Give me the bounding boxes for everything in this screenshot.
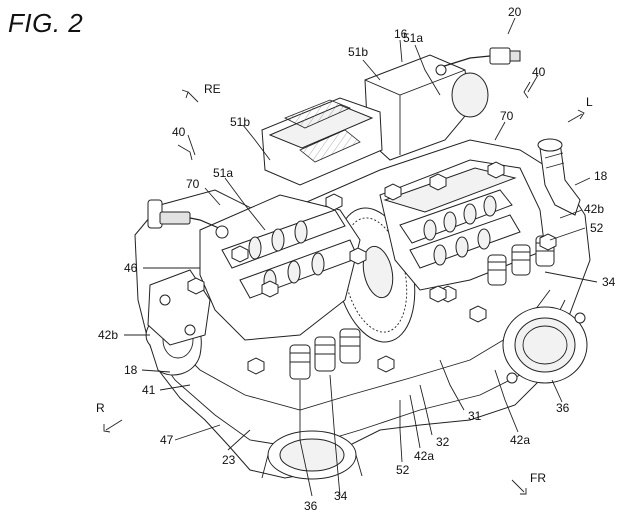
ref-label: 70 <box>186 177 200 191</box>
direction-arrows <box>103 89 585 495</box>
ref-label: 20 <box>508 5 522 19</box>
arrow-l <box>567 109 585 123</box>
ref-label: 40 <box>532 65 546 79</box>
ref-label: 51a <box>403 31 423 45</box>
pipe-right-18 <box>537 138 581 216</box>
ref-label: 36 <box>556 401 570 415</box>
reference-flags <box>177 81 531 161</box>
arrow-r <box>103 419 123 433</box>
ref-label: 23 <box>222 453 236 467</box>
reference-numerals: 20 16 51b 51a 40 40 51b 70 70 51a 18 42b… <box>98 5 616 513</box>
direction-label-l: L <box>586 95 593 109</box>
ref-label: 51b <box>348 45 368 59</box>
ref-label: 34 <box>602 275 616 289</box>
arrow-re <box>181 89 199 103</box>
arrow-fr <box>511 479 527 495</box>
ref-label: 42a <box>510 433 530 447</box>
front-bolts <box>187 193 447 375</box>
ref-label: 42a <box>414 449 434 463</box>
ref-label: 40 <box>172 125 186 139</box>
ref-label: 42b <box>584 202 604 216</box>
ref-label: 42b <box>98 328 118 342</box>
ref-label: 70 <box>500 109 514 123</box>
rear-cam-lobes <box>423 195 497 266</box>
direction-label-fr: FR <box>530 471 546 485</box>
ref-label: 31 <box>468 409 482 423</box>
ref-label: 34 <box>334 489 348 503</box>
direction-label-re: RE <box>204 82 221 96</box>
ref-label: 46 <box>124 261 138 275</box>
direction-label-r: R <box>96 401 105 415</box>
ref-label: 32 <box>436 435 450 449</box>
ref-label: 41 <box>142 383 156 397</box>
ref-label: 51a <box>213 166 233 180</box>
ref-label: 16 <box>394 27 408 41</box>
leader-lines <box>124 17 598 497</box>
rear-rocker-housing <box>364 54 489 161</box>
rear-bank <box>379 159 557 323</box>
ref-label: 52 <box>590 221 604 235</box>
injector-left <box>147 199 229 239</box>
exhaust-port-right <box>502 306 588 384</box>
figure-title: FIG. 2 <box>8 8 84 38</box>
ref-label: 47 <box>160 433 174 447</box>
rear-bolts <box>384 161 557 323</box>
sensor-connector-20 <box>435 47 521 76</box>
front-bank <box>187 97 447 380</box>
ref-label: 51b <box>230 115 250 129</box>
front-cam-lobes <box>248 220 325 293</box>
front-valve-springs <box>289 328 361 380</box>
ref-label: 18 <box>594 169 608 183</box>
ref-label: 18 <box>124 363 138 377</box>
ref-label: 36 <box>304 499 318 513</box>
ref-label: 52 <box>396 463 410 477</box>
exhaust-port-front <box>261 430 363 480</box>
